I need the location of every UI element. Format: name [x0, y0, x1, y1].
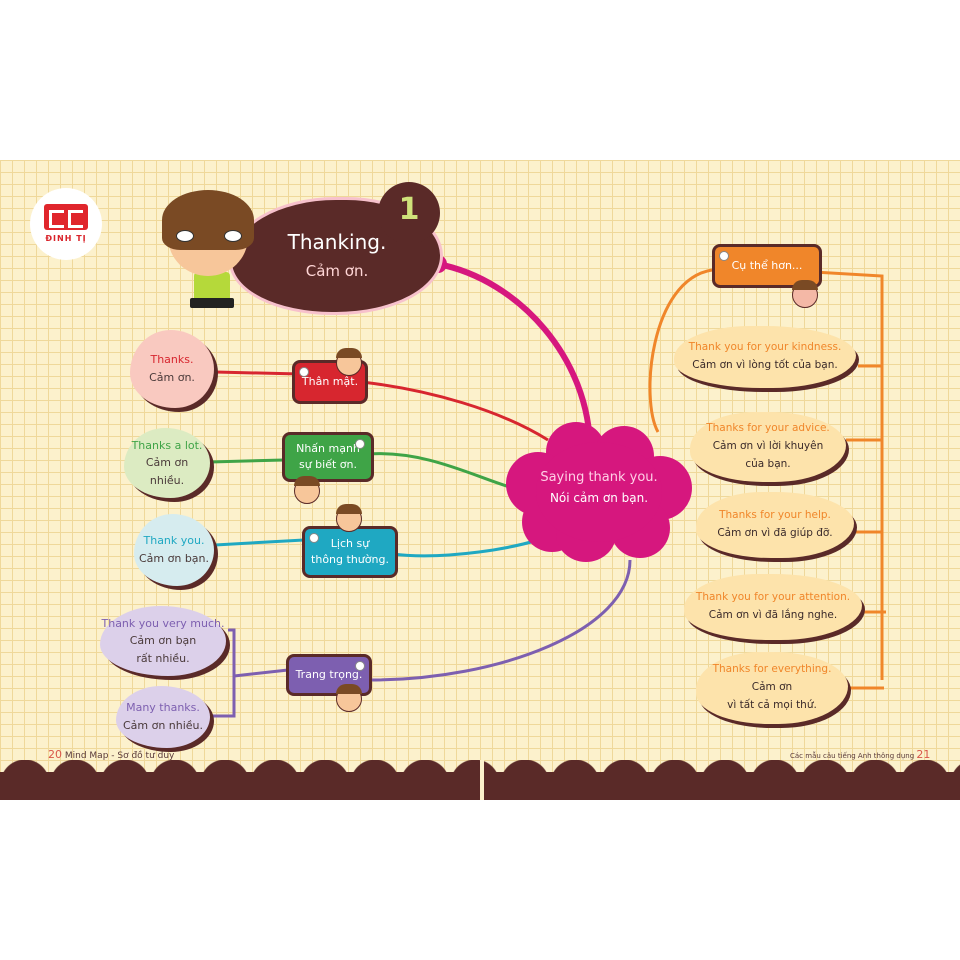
mindmap-connectors	[209, 255, 886, 718]
book-logo-icon	[44, 204, 88, 230]
face-icon	[336, 348, 362, 376]
leaf-thank-you-very-much: Thank you very much. Cảm ơn bạn rất nhiề…	[100, 606, 226, 676]
tag-nhan-manh: Nhấn mạnh sự biết ơn.	[282, 432, 374, 482]
publisher-name: ĐINH TỊ	[45, 234, 87, 243]
page-title: Thanking. Cảm ơn.	[262, 230, 412, 280]
title-english: Thanking.	[287, 230, 387, 254]
page-number-right: 21	[916, 748, 931, 761]
title-vietnamese: Cảm ơn.	[305, 262, 369, 280]
leaf-thanks-a-lot: Thanks a lot. Cảm ơn nhiều.	[124, 428, 210, 498]
leaf-attention: Thank you for your attention. Cảm ơn vì …	[684, 574, 862, 640]
leaf-help: Thanks for your help. Cảm ơn vì đã giúp …	[696, 492, 854, 558]
leaf-everything: Thanks for everything. Cảm ơn vì tất cả …	[696, 652, 848, 724]
face-icon	[336, 504, 362, 532]
publisher-logo: ĐINH TỊ	[30, 188, 102, 260]
tag-than-mat: Thân mật.	[292, 360, 368, 404]
footer-left: 20 Mind Map - Sơ đồ tư duy	[48, 748, 174, 761]
leaf-thank-you: Thank you. Cảm ơn bạn.	[134, 514, 214, 586]
leaf-many-thanks: Many thanks. Cảm ơn nhiều.	[116, 686, 210, 748]
girl-illustration-icon	[162, 190, 258, 330]
center-english: Saying thank you.	[540, 470, 658, 485]
footer-right: Các mẫu câu tiếng Anh thông dụng 21	[790, 748, 930, 761]
book-spine	[480, 760, 484, 800]
tag-lich-su: Lịch sự thông thường.	[302, 526, 398, 578]
page-number-left: 20	[48, 748, 62, 761]
center-vietnamese: Nói cảm ơn bạn.	[549, 491, 649, 505]
leaf-advice: Thanks for your advice. Cảm ơn vì lời kh…	[690, 412, 846, 482]
tag-cu-the-hon: Cụ thể hơn...	[712, 244, 822, 288]
leaf-thanks: Thanks. Cảm ơn.	[130, 330, 214, 408]
face-icon	[294, 476, 320, 504]
face-icon	[792, 280, 818, 308]
central-topic: Saying thank you. Nói cảm ơn bạn.	[506, 422, 692, 562]
footer-left-text: Mind Map - Sơ đồ tư duy	[64, 751, 175, 761]
leaf-kindness: Thank you for your kindness. Cảm ơn vì l…	[674, 326, 856, 388]
face-icon	[336, 684, 362, 712]
chapter-number: 1	[378, 182, 440, 244]
book-spread: ĐINH TỊ 1 Thanking. Cảm ơn. Thanks. Cảm …	[0, 160, 960, 800]
footer-right-text: Các mẫu câu tiếng Anh thông dụng	[790, 752, 915, 760]
